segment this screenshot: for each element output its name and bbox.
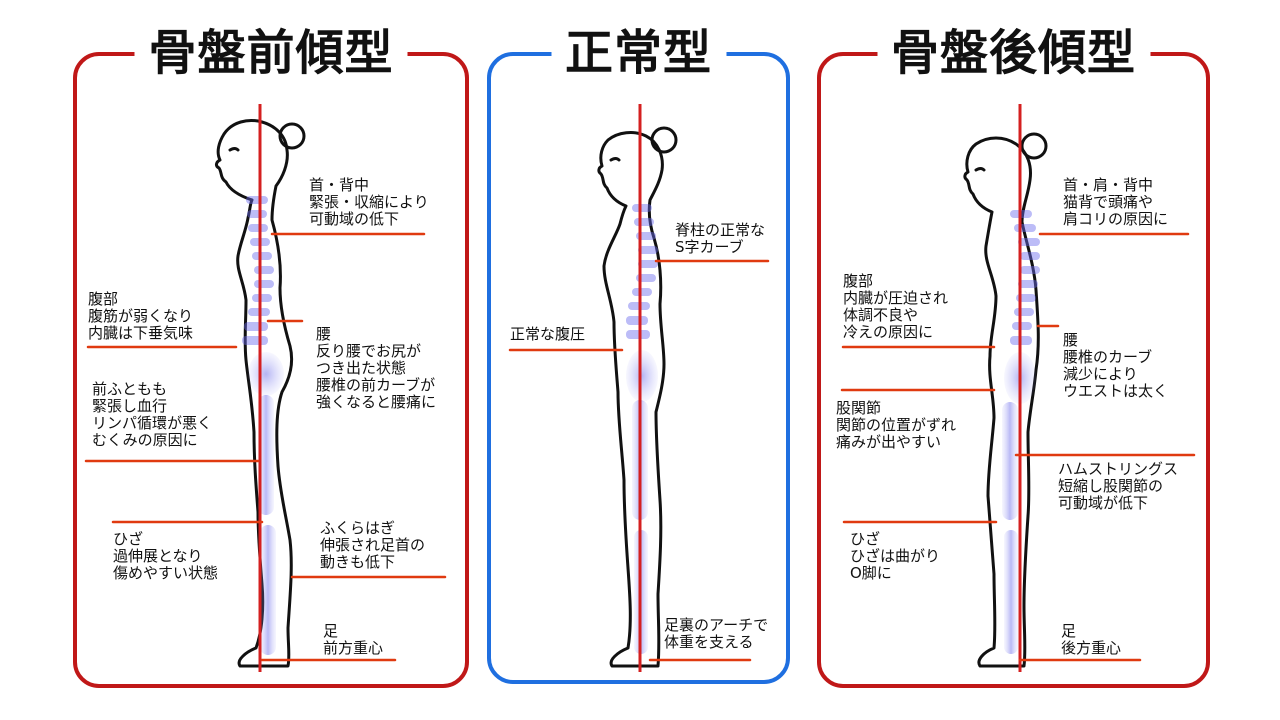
label-foot: 足 前方重心 <box>323 622 384 657</box>
figure-normal-bun <box>650 126 678 154</box>
figure-anterior-tilt-outline <box>215 119 294 668</box>
figure-anterior-tilt-bun <box>278 122 306 150</box>
label-knee-posterior: ひざ ひざは曲がり O脚に <box>850 530 941 582</box>
label-front-thigh: 前ふともも 緊張し血行 リンパ循環が悪く むくみの原因に <box>92 380 213 449</box>
label-neck-shoulder-back: 首・肩・背中 猫背で頭痛や 肩コリの原因に <box>1063 176 1169 228</box>
figure-normal-eye <box>609 157 621 162</box>
figure-posterior-tilt <box>963 132 1048 668</box>
panel-anterior-tilt: 骨盤前傾型 <box>73 20 469 688</box>
label-abdomen-posterior: 腹部 内臓が圧迫され 体調不良や 冷えの原因に <box>843 272 949 341</box>
panel-title-anterior-tilt: 骨盤前傾型 <box>134 20 408 86</box>
callout-lines <box>84 232 1196 662</box>
label-neck-back: 首・背中 緊張・収縮により 可動域の低下 <box>309 176 429 228</box>
panel-title-normal: 正常型 <box>550 20 727 86</box>
label-hamstrings: ハムストリングス 短縮し股関節の 可動域が低下 <box>1058 460 1179 512</box>
spine-normal <box>626 204 658 654</box>
figure-posterior-tilt-outline <box>963 136 1040 668</box>
figure-anterior-tilt <box>215 119 306 668</box>
panel-title-posterior-tilt: 骨盤後傾型 <box>876 20 1151 86</box>
figure-posterior-tilt-eye <box>974 167 986 172</box>
label-foot-normal: 足裏のアーチで 体重を支える <box>664 616 769 651</box>
label-calf: ふくらはぎ 伸張され足首の 動きも低下 <box>320 519 426 571</box>
label-spine-normal: 脊柱の正常な S字カーブ <box>675 221 766 256</box>
label-abdomen-normal: 正常な腹圧 <box>510 325 586 343</box>
label-abdomen: 腹部 腹筋が弱くなり 内臓は下垂気味 <box>88 290 194 342</box>
label-foot-posterior: 足 後方重心 <box>1061 622 1122 657</box>
figure-posterior-tilt-bun <box>1020 132 1048 160</box>
label-knee: ひざ 過伸展となり 傷めやすい状態 <box>113 530 219 582</box>
panel-normal: 正常型 <box>487 20 790 684</box>
label-waist: 腰 反り腰でお尻が つき出た状態 腰椎の前カーブが 強くなると腰痛に <box>316 325 437 411</box>
label-waist-posterior: 腰 腰椎のカーブ 減少により ウエストは太く <box>1063 331 1169 400</box>
panel-posterior-tilt: 骨盤後傾型 <box>817 20 1210 688</box>
figure-anterior-tilt-eye <box>228 147 240 152</box>
figure-normal-outline <box>597 131 666 668</box>
label-hip: 股関節 関節の位置がずれ 痛みが出やすい <box>836 399 957 451</box>
figure-normal <box>597 126 678 668</box>
spine-posterior-tilt <box>1002 210 1040 654</box>
